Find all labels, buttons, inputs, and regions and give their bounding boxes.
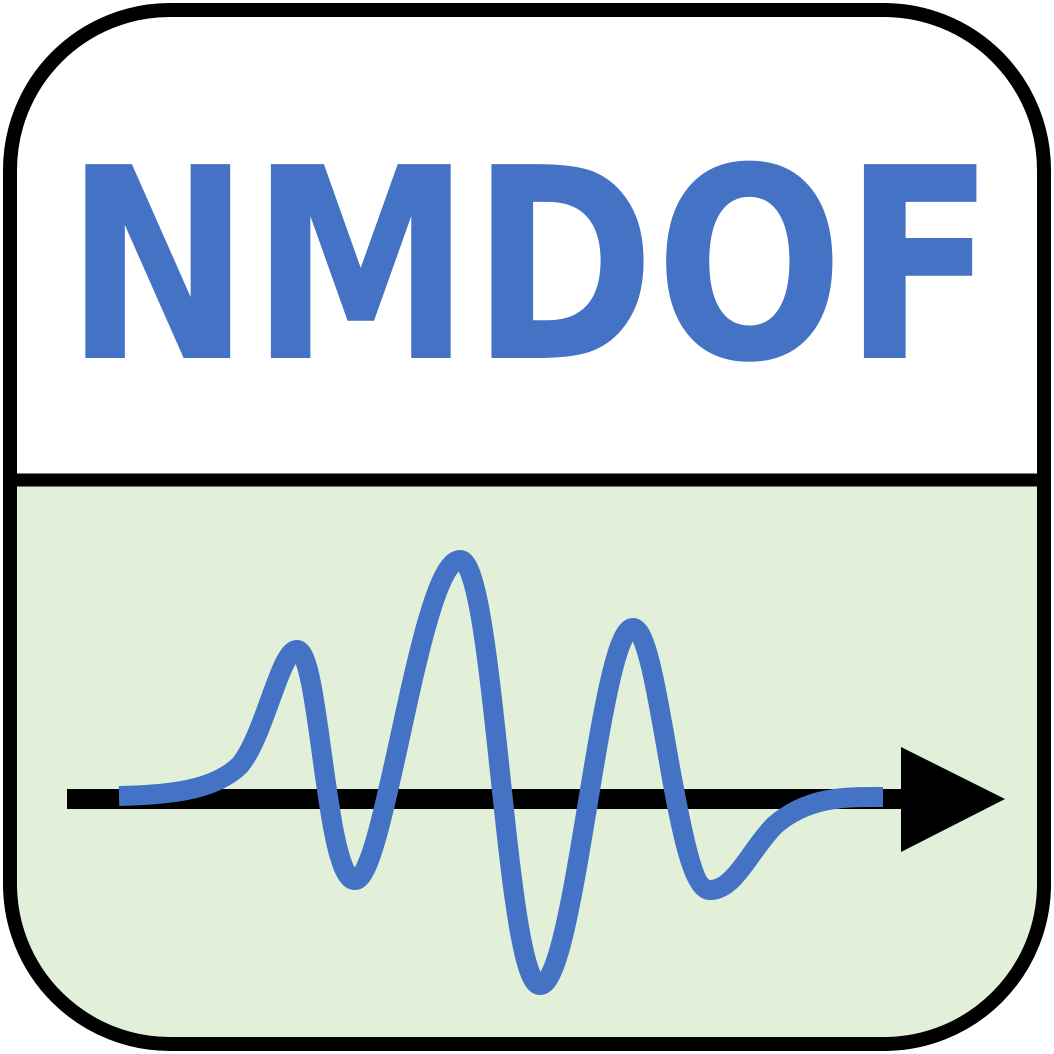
axis-arrowhead	[901, 747, 1005, 852]
arrow-right-icon	[67, 747, 1005, 852]
icon-border	[3, 3, 1051, 1051]
logo-title: NMDOF	[65, 111, 995, 421]
waveform-icon	[118, 550, 884, 995]
top-panel	[10, 10, 1044, 480]
